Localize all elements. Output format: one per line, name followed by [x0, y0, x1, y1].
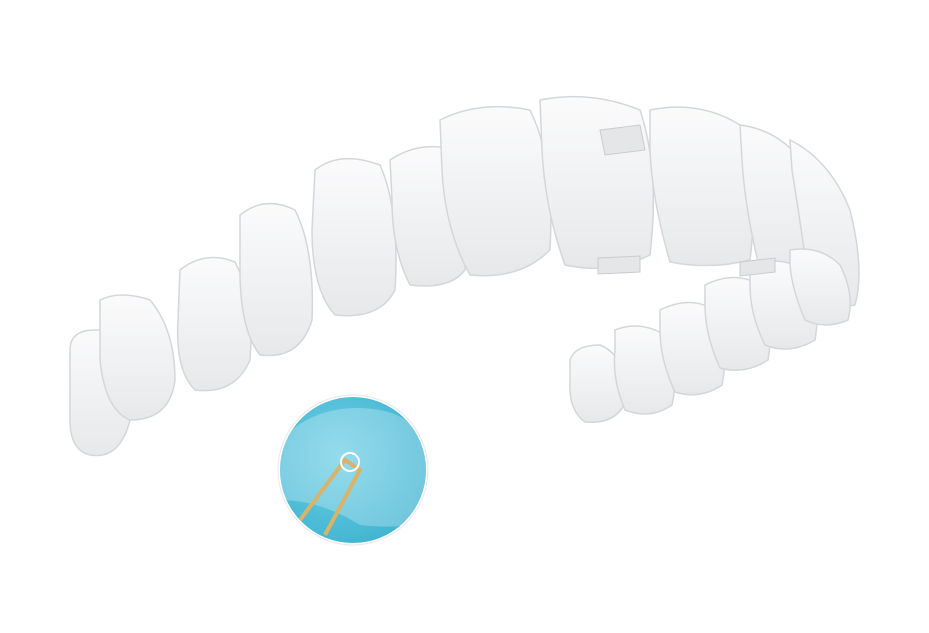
aligner-right-arch: [569, 248, 851, 423]
aligner-left-arch: [69, 95, 860, 457]
inset-detail-circle: [277, 394, 429, 546]
attachment-slots: [597, 124, 776, 277]
